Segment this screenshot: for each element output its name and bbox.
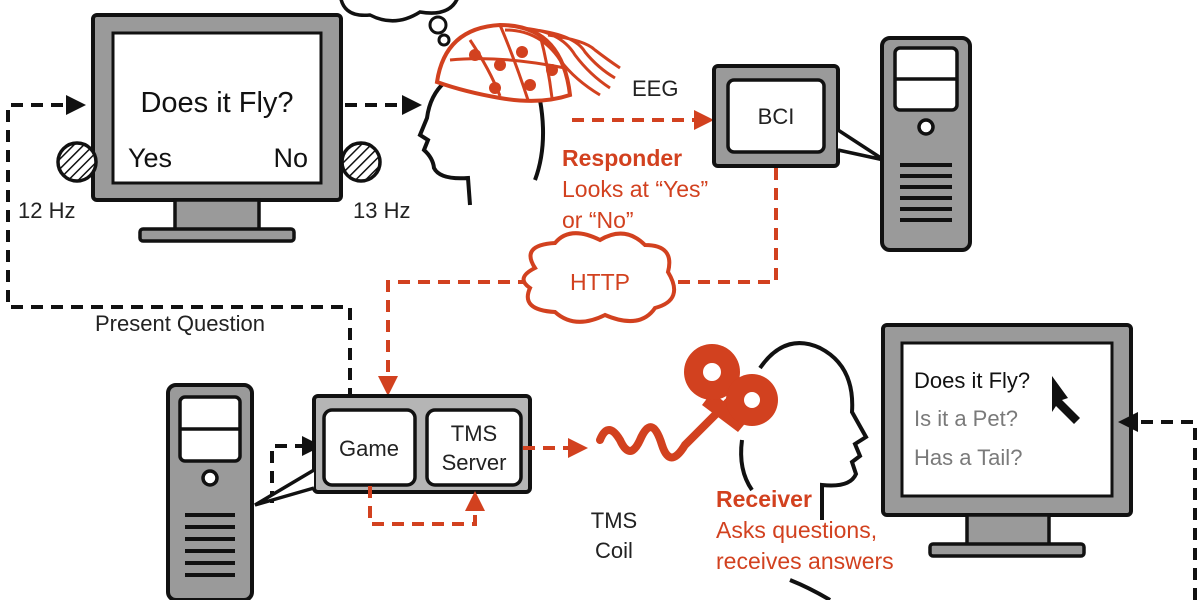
mouse-cursor-icon	[1052, 376, 1080, 424]
present-question-connector	[6, 95, 352, 400]
receiver-description-line1: Asks questions,	[716, 517, 877, 543]
responder-description-line2: or “No”	[562, 207, 634, 233]
receiver-head	[739, 341, 869, 600]
question-list-item: Has a Tail?	[914, 445, 1022, 470]
game-to-tms-server-connector	[368, 486, 485, 526]
monitor-question: Does it Fly?	[140, 87, 293, 119]
right-frequency-label: 13 Hz	[353, 198, 410, 223]
flicker-disc-icon	[56, 141, 98, 183]
question-list-item: Is it a Pet?	[914, 406, 1018, 431]
tms-coil-icon	[596, 344, 778, 462]
monitor-yes-option: Yes	[128, 143, 172, 173]
tms-server-label-line2: Server	[442, 450, 507, 475]
receiver-monitor	[881, 323, 1133, 558]
tower-to-game-connector	[270, 436, 322, 503]
question-list-item: Does it Fly?	[914, 368, 1030, 393]
tms-coil-label-line2: Coil	[595, 538, 633, 563]
monitor-no-option: No	[273, 143, 308, 173]
eeg-cap-icon	[434, 22, 621, 103]
top-monitor	[91, 13, 343, 243]
left-frequency-label: 12 Hz	[18, 198, 75, 223]
game-label: Game	[339, 436, 399, 461]
present-question-label: Present Question	[95, 311, 265, 336]
receiver-title: Receiver	[716, 486, 812, 512]
http-label: HTTP	[570, 269, 630, 295]
bci-monitor	[712, 64, 885, 168]
bci-label: BCI	[758, 104, 795, 129]
responder-head	[417, 80, 546, 206]
responder-description-line1: Looks at “Yes”	[562, 176, 708, 202]
tms-coil-label-line1: TMS	[591, 508, 637, 533]
eeg-label: EEG	[632, 76, 678, 101]
responder-title: Responder	[562, 145, 682, 171]
computer-tower-icon	[166, 383, 254, 600]
tms-server-label-line1: TMS	[451, 421, 497, 446]
receiver-description-line2: receives answers	[716, 548, 894, 574]
thought-bubble-icon	[339, 0, 459, 47]
computer-tower-icon	[880, 36, 972, 252]
receiver-input-connector	[1118, 412, 1197, 600]
server-box	[254, 394, 532, 507]
flicker-disc-icon	[340, 141, 382, 183]
cloud-icon	[521, 231, 677, 324]
